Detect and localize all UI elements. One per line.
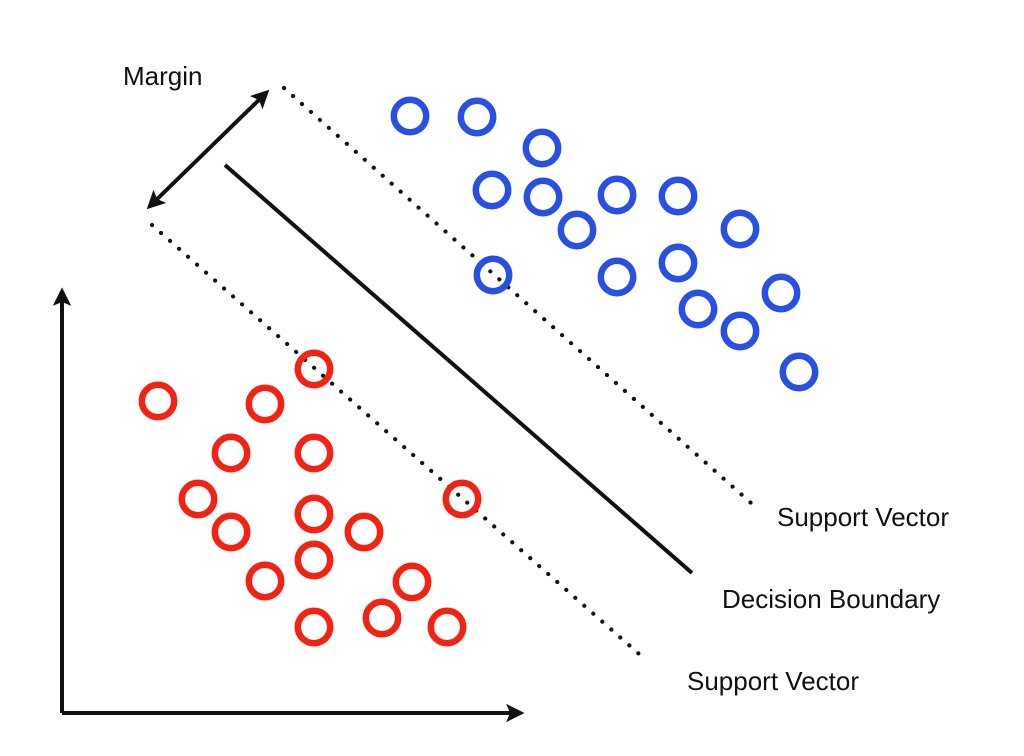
data-point-red-class (294, 494, 334, 534)
data-point-red-class (245, 384, 285, 424)
blue-class-points (390, 96, 819, 392)
support-vector-label-upper: Support Vector (777, 502, 949, 532)
support-vector-label-lower: Support Vector (687, 666, 859, 696)
data-point-red-class (294, 433, 334, 473)
decision-boundary-line (223, 163, 694, 575)
support-vector-line-upper (281, 85, 754, 506)
data-point-blue-class (390, 96, 430, 136)
diagram-labels: Margin Support Vector Decision Boundary … (123, 61, 949, 696)
axes (52, 287, 525, 723)
margin-label: Margin (123, 61, 202, 91)
data-point-blue-class (522, 128, 562, 168)
data-point-blue-class (720, 311, 760, 351)
data-point-red-class (211, 512, 251, 552)
data-point-blue-class (678, 289, 718, 329)
data-point-blue-class (658, 243, 698, 283)
data-point-blue-class (473, 255, 513, 295)
data-point-red-class (294, 607, 334, 647)
data-point-red-class (442, 479, 482, 519)
data-point-blue-class (523, 177, 563, 217)
margin-double-arrow (146, 89, 270, 210)
separator-lines (146, 85, 754, 664)
data-point-red-class (427, 607, 467, 647)
decision-boundary-label: Decision Boundary (722, 584, 940, 614)
data-point-blue-class (720, 209, 760, 249)
data-point-red-class (294, 349, 334, 389)
data-point-red-class (178, 479, 218, 519)
data-point-blue-class (658, 176, 698, 216)
data-point-red-class (362, 598, 402, 638)
data-point-red-class (392, 562, 432, 602)
data-point-blue-class (557, 210, 597, 250)
data-point-red-class (138, 381, 178, 421)
data-point-blue-class (779, 352, 819, 392)
red-class-points (138, 349, 482, 647)
data-point-red-class (344, 512, 384, 552)
data-point-red-class (211, 433, 251, 473)
data-point-blue-class (597, 175, 637, 215)
data-point-red-class (294, 540, 334, 580)
data-point-blue-class (472, 170, 512, 210)
data-point-blue-class (457, 97, 497, 137)
support-vector-line-lower (149, 222, 650, 664)
data-point-red-class (245, 561, 285, 601)
data-point-blue-class (761, 273, 801, 313)
data-point-blue-class (597, 257, 637, 297)
